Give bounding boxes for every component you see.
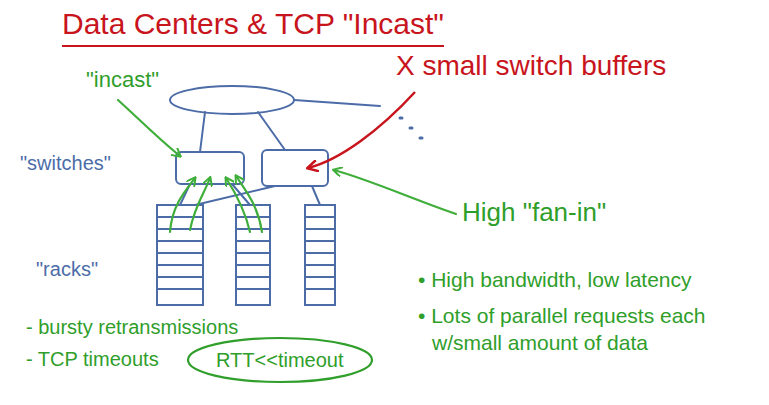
part-label: "switches" xyxy=(20,150,111,176)
link xyxy=(294,100,380,106)
note-text: - bursty retransmissions xyxy=(26,314,238,340)
note-text: X small switch buffers xyxy=(396,48,666,84)
leader-arrow xyxy=(308,92,415,168)
bullet-note: • Lots of parallel requests each w/small… xyxy=(418,302,769,357)
link xyxy=(200,112,205,152)
incast-arrow xyxy=(226,178,250,232)
continuation-dots xyxy=(400,118,422,138)
incast-arrow xyxy=(236,176,262,232)
slide-title: Data Centers & TCP "Incast" xyxy=(62,4,444,47)
note-text: - TCP timeouts xyxy=(26,346,159,372)
part-label: "racks" xyxy=(36,256,98,282)
node-text: RTT<<timeout xyxy=(216,348,343,372)
leader-arrow xyxy=(118,100,180,156)
bullet-note: • High bandwidth, low latency xyxy=(418,266,692,293)
link xyxy=(312,186,320,205)
leader-arrow xyxy=(334,170,456,214)
oval-note: RTT<<timeout xyxy=(186,336,374,384)
link xyxy=(258,112,285,150)
callout-label: High "fan-in" xyxy=(462,196,606,230)
callout-label: "incast" xyxy=(86,66,159,95)
switch xyxy=(262,150,328,186)
core-router xyxy=(170,86,294,114)
rack-slots xyxy=(157,217,335,289)
incast-arrow xyxy=(190,178,210,230)
